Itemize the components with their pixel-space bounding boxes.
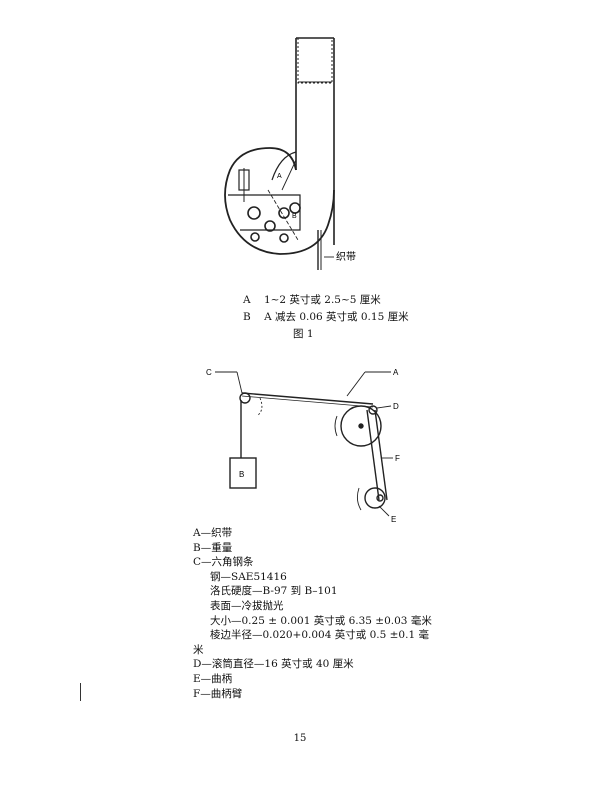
margin-mark [80,683,81,701]
crank-arm [366,409,380,501]
figure-1-caption-b: B A 减去 0.06 英寸或 0.15 厘米 [243,310,409,324]
legend-c-surface: 表面—冷拔抛光 [210,599,284,612]
figure-2-legend: A—织带 B—重量 C—六角钢条 钢—SAE51416 洛氏硬度—B-97 到 … [193,526,432,701]
figure-2-drawing: C A B D F E [206,368,400,524]
legend-c-size: 大小—0.25 ± 0.001 英寸或 6.35 ±0.03 毫米 [210,614,432,627]
legend-c: C—六角钢条 [193,556,254,569]
label-b: B [239,470,244,479]
figure-1-drawing: A B 织带 [224,37,356,270]
legend-e: E—曲柄 [193,672,233,685]
legend-c-radius: 棱边半径—0.020+0.004 英寸或 0.5 ±0.1 毫 [210,629,429,642]
hex-bar [239,392,251,404]
dimension-b-mark: B [292,213,297,220]
tube-cap [297,37,333,84]
crank [364,487,386,509]
caption-b-text: A 减去 0.06 英寸或 0.15 厘米 [264,311,409,323]
figure-1-caption-a: A 1~2 英寸或 2.5~5 厘米 [243,293,381,307]
belt-line [241,392,374,405]
dimension-a-mark: A [277,173,282,180]
label-d: D [393,402,399,411]
weight-block [229,457,257,489]
caption-b-key: B [243,311,251,323]
legend-d: D—滚筒直径—16 英寸或 40 厘米 [193,658,354,671]
legend-a: A—织带 [193,527,233,539]
label-e: E [391,515,396,524]
drum [340,405,382,447]
label-a: A [393,368,399,377]
label-f: F [395,454,400,463]
legend-c-radius-cont: 米 [193,643,204,656]
legend-b: B—重量 [193,541,233,554]
page-number: 15 [293,733,307,744]
label-c: C [206,368,212,377]
caption-a-text: 1~2 英寸或 2.5~5 厘米 [263,294,381,306]
legend-c-steel: 钢—SAE51416 [210,570,287,583]
legend-f: F—曲柄臂 [193,687,243,700]
belt-label: 织带 [336,251,356,263]
drum-housing [224,147,335,255]
figure-1-title: 图 1 [293,328,314,340]
caption-a-key: A [243,294,251,306]
legend-c-hardness: 洛氏硬度—B-97 到 B–101 [210,585,338,598]
bracket-plate [228,194,301,231]
